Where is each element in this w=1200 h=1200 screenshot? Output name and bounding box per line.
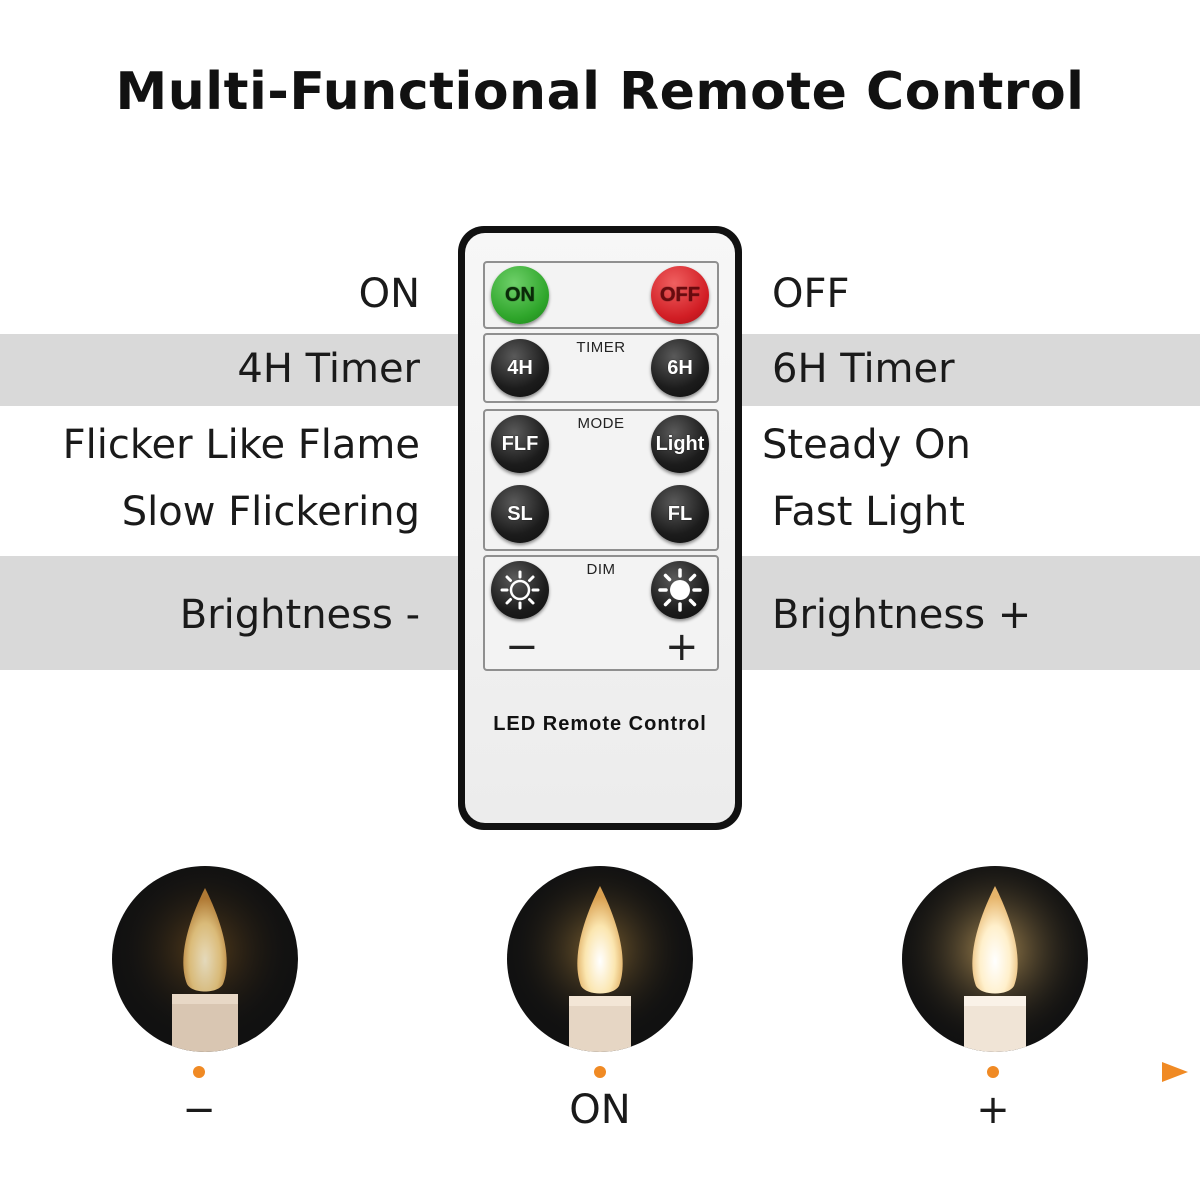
dim-minus-sign: − (505, 624, 539, 670)
flf-button[interactable]: FLF (491, 415, 549, 473)
mode-group-label: MODE (577, 415, 625, 432)
dim-plus-sign: + (665, 624, 699, 670)
light-button[interactable]: Light (651, 415, 709, 473)
sl-label: SL (507, 502, 533, 525)
label-steady-on: Steady On (762, 422, 971, 468)
timer-6h-button[interactable]: 6H (651, 339, 709, 397)
fl-button[interactable]: FL (651, 485, 709, 543)
dim-down-button[interactable] (491, 561, 549, 619)
axis-dot-dim (193, 1066, 205, 1078)
label-4h-timer: 4H Timer (237, 346, 420, 392)
label-flicker-like-flame: Flicker Like Flame (62, 422, 420, 468)
off-button[interactable]: OFF (651, 266, 709, 324)
candle-flame-icon (902, 866, 1088, 1052)
fl-label: FL (667, 502, 693, 525)
label-brightness-plus: Brightness + (772, 592, 1032, 638)
axis-dot-bright (987, 1066, 999, 1078)
power-group: ON OFF (483, 261, 719, 329)
candle-on-image (507, 866, 693, 1052)
label-6h-timer: 6H Timer (772, 346, 955, 392)
label-fast-light: Fast Light (772, 489, 965, 535)
candle-flame-icon (112, 866, 298, 1052)
on-button[interactable]: ON (491, 266, 549, 324)
dim-group-label: DIM (586, 561, 616, 578)
off-button-label: OFF (660, 283, 700, 306)
remote-face: ON OFF TIMER 4H 6H MODE FLF Light (465, 233, 735, 823)
page-title: Multi-Functional Remote Control (115, 62, 1085, 122)
label-on: ON (358, 271, 420, 317)
sl-button[interactable]: SL (491, 485, 549, 543)
candle-bright-image (902, 866, 1088, 1052)
label-slow-flickering: Slow Flickering (121, 489, 420, 535)
timer-4h-button[interactable]: 4H (491, 339, 549, 397)
on-button-label: ON (505, 283, 535, 306)
axis-dot-on (594, 1066, 606, 1078)
sun-dim-icon (500, 570, 540, 610)
flf-label: FLF (501, 432, 539, 455)
dim-group: DIM (483, 555, 719, 671)
light-label: Light (655, 432, 705, 455)
timer-4h-label: 4H (507, 356, 533, 379)
axis-label-minus: − (182, 1087, 216, 1133)
candle-dim-image (112, 866, 298, 1052)
arrow-right-icon (1162, 1062, 1188, 1082)
label-off: OFF (772, 271, 850, 317)
label-brightness-minus: Brightness - (179, 592, 420, 638)
mode-group: MODE FLF Light SL FL (483, 409, 719, 551)
timer-6h-label: 6H (667, 356, 693, 379)
axis-label-on: ON (569, 1087, 631, 1133)
timer-group: TIMER 4H 6H (483, 333, 719, 403)
candle-flame-icon (507, 866, 693, 1052)
dim-up-button[interactable] (651, 561, 709, 619)
timer-group-label: TIMER (576, 339, 626, 356)
sun-bright-icon (658, 568, 702, 612)
brightness-axis (20, 1062, 1188, 1082)
remote-control: ON OFF TIMER 4H 6H MODE FLF Light (458, 226, 742, 830)
remote-brand-label: LED Remote Control (493, 713, 707, 735)
axis-label-plus: + (976, 1087, 1010, 1133)
